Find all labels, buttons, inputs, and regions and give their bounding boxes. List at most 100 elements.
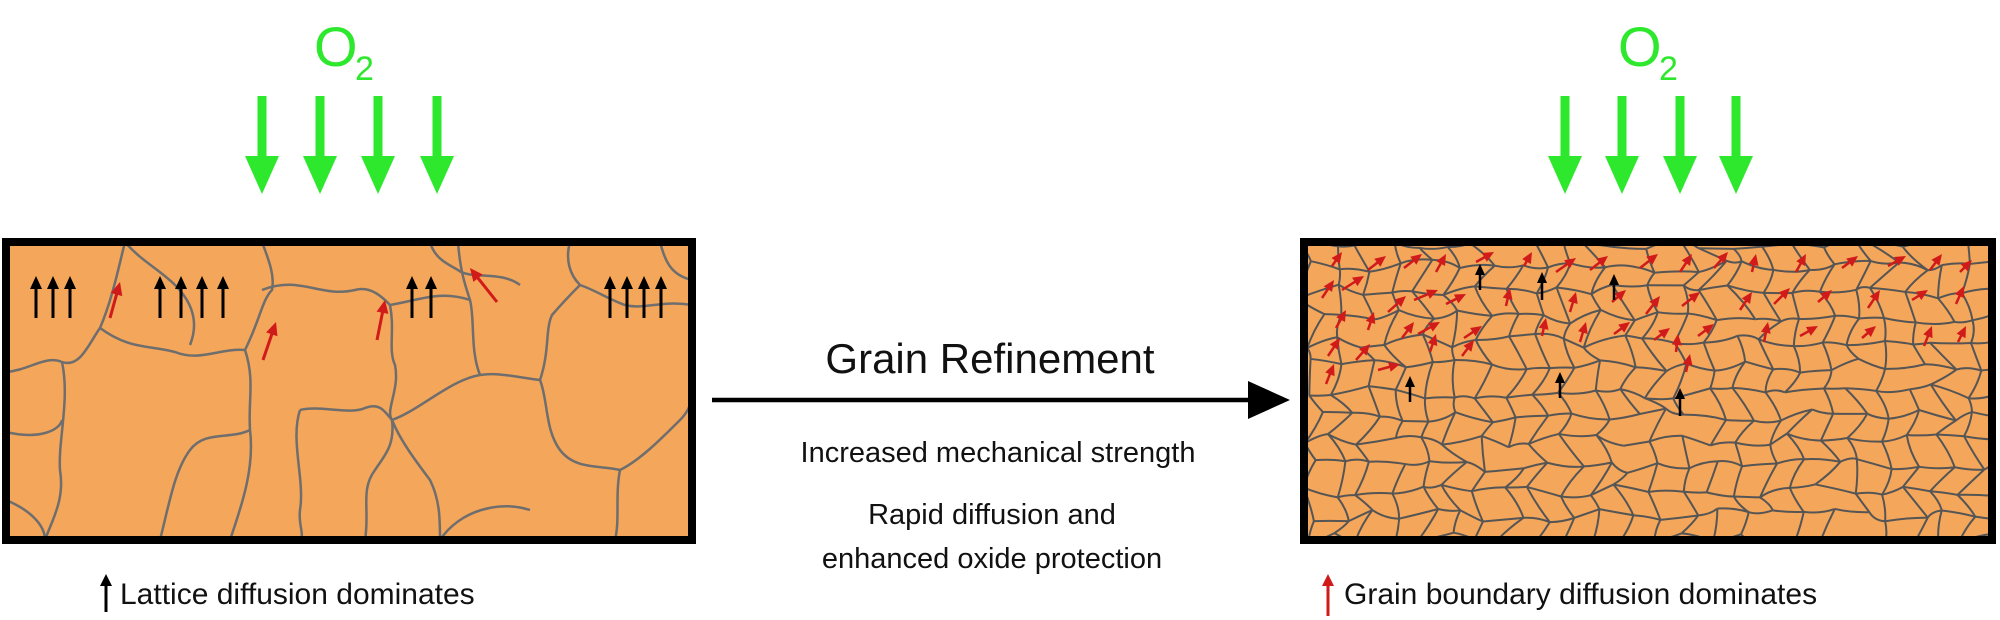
grain-boundary xyxy=(1367,385,1381,418)
grain-boundary xyxy=(1846,437,1858,460)
grain-boundary xyxy=(1858,357,1886,370)
grain-boundary xyxy=(1834,507,1870,514)
grain-boundary xyxy=(1786,408,1813,435)
grain-boundary xyxy=(1474,315,1493,341)
grain-boundary-diffusion-arrow xyxy=(1671,334,1682,353)
grain-boundary xyxy=(1594,389,1611,420)
grain-boundary xyxy=(1821,342,1833,371)
grain-boundary xyxy=(1492,416,1516,424)
grain-boundary xyxy=(1963,435,1992,441)
grain-boundary xyxy=(1820,439,1842,463)
grain-boundary xyxy=(1338,283,1364,296)
grain-boundary xyxy=(1884,340,1888,370)
grain-boundary xyxy=(1709,370,1716,389)
grain-boundary xyxy=(1481,435,1510,449)
grain-boundary xyxy=(1772,509,1804,514)
grain-boundary xyxy=(1420,436,1431,462)
grain-boundary xyxy=(1505,485,1527,489)
grain-boundary xyxy=(1612,472,1629,486)
grain-boundary xyxy=(1307,520,1315,540)
grain-boundary xyxy=(1929,490,1958,496)
grain-boundary xyxy=(1383,309,1400,346)
grain-boundary xyxy=(1905,409,1921,436)
grain-boundary xyxy=(1740,533,1750,540)
grain-boundary xyxy=(1452,397,1457,413)
grain-boundary xyxy=(1930,368,1958,386)
grain-boundary xyxy=(1791,292,1800,320)
grain-boundary xyxy=(1354,494,1374,511)
grain-boundary xyxy=(1956,468,1985,496)
oxygen-arrow xyxy=(1663,96,1697,194)
lattice-diffusion-arrow xyxy=(47,276,59,318)
grain-boundary xyxy=(1508,442,1529,449)
grain-boundary xyxy=(1515,414,1549,419)
grain-boundary xyxy=(1474,285,1507,290)
grain-boundary xyxy=(1769,419,1782,446)
grain-boundary xyxy=(1924,363,1957,371)
grain-boundary-diffusion-arrow xyxy=(1502,288,1513,307)
grain-boundary-diffusion-arrow xyxy=(1922,326,1933,347)
grain-boundary xyxy=(1379,415,1404,422)
grain-boundary xyxy=(1636,266,1655,274)
grain-boundary xyxy=(1822,341,1847,347)
right-fine-grain-panel xyxy=(1300,238,1996,548)
svg-text:2: 2 xyxy=(1659,50,1678,88)
grain-boundary xyxy=(1909,383,1932,391)
grain-boundary xyxy=(1740,511,1750,535)
lattice-diffusion-arrow xyxy=(196,276,208,318)
grain-boundary-diffusion-arrow xyxy=(1613,322,1630,335)
grain-boundary xyxy=(1611,245,1647,250)
grain-boundary xyxy=(1440,461,1468,486)
grain-boundary xyxy=(1773,268,1811,273)
grain-boundary-diffusion-arrow xyxy=(1956,326,1966,343)
grain-boundary xyxy=(1531,394,1550,417)
grain-boundary xyxy=(1532,547,1561,548)
grain-boundary xyxy=(1454,411,1494,424)
grain-boundary xyxy=(1847,437,1882,443)
grain-boundary xyxy=(1555,287,1572,324)
grain-boundary xyxy=(1534,314,1545,335)
grain-boundary-diffusion-arrow xyxy=(1799,326,1818,338)
grain-boundary xyxy=(1337,269,1342,285)
grain-boundary xyxy=(1523,516,1551,524)
grain-boundary xyxy=(1819,413,1835,442)
lattice-diffusion-arrow xyxy=(1405,376,1415,402)
grain-boundary xyxy=(1844,387,1869,415)
grain-boundary xyxy=(1686,242,1700,250)
grain-boundary xyxy=(1394,518,1401,540)
grain-boundary-diffusion-arrow xyxy=(1401,322,1414,339)
grain-boundary xyxy=(1440,484,1462,511)
grain-boundary xyxy=(1451,310,1459,348)
grain-boundary xyxy=(1336,461,1347,498)
grain-boundary xyxy=(1595,388,1621,393)
grain-boundary xyxy=(1474,339,1493,366)
grain-boundary xyxy=(295,409,304,540)
grain-boundary xyxy=(1595,419,1611,436)
grain-boundary xyxy=(1682,285,1690,314)
grain-boundary xyxy=(1411,259,1434,292)
grain-boundary xyxy=(1368,385,1396,391)
grain-boundary xyxy=(1733,245,1763,250)
grain-boundary xyxy=(1648,408,1667,442)
grain-boundary xyxy=(1558,432,1597,438)
grain-boundary-diffusion-arrow xyxy=(1434,254,1446,273)
grain-boundary xyxy=(1764,368,1775,393)
grain-boundary xyxy=(1480,435,1486,473)
grain-boundary xyxy=(1905,434,1920,468)
lattice-diffusion-arrow xyxy=(406,276,418,318)
grain-boundary xyxy=(1902,485,1931,493)
grain-boundary xyxy=(1912,341,1931,346)
grain-boundary xyxy=(1560,465,1585,497)
grain-boundary xyxy=(1786,432,1806,460)
grain-boundary xyxy=(1527,443,1549,464)
grain-boundary xyxy=(1929,383,1957,422)
grain-boundary-diffusion-arrow xyxy=(1748,254,1759,273)
grain-boundary xyxy=(1788,487,1805,513)
svg-text:O: O xyxy=(1618,15,1662,78)
grain-boundary xyxy=(1590,293,1602,311)
grain-boundary xyxy=(1791,269,1811,294)
grain-boundary xyxy=(1641,338,1668,372)
grain-boundary xyxy=(1981,368,1992,372)
grain-boundary xyxy=(1583,334,1626,349)
